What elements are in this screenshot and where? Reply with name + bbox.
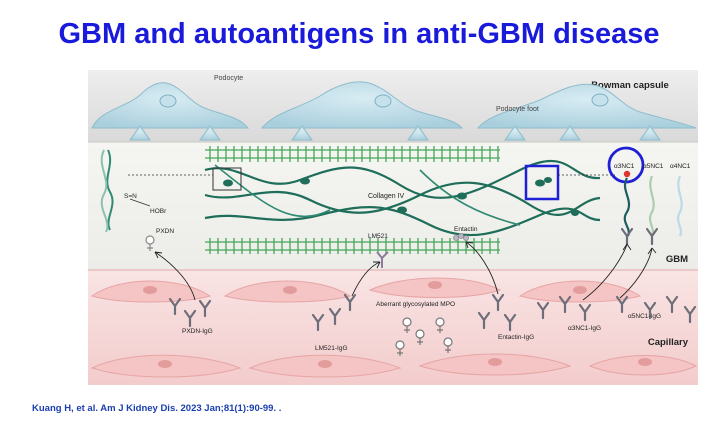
nc1-highlight-box-blue [524,164,560,201]
entactin-molecule [453,233,469,241]
sulfilimine-helix [100,149,114,233]
a4nc1-label: α4NC1 [670,163,691,170]
endothelial-nuclei [143,281,652,368]
a5nc1-label: α5NC1 [643,163,664,170]
entactin-igg-label: Entactin-IgG [498,334,534,341]
slide-title: GBM and autoantigens in anti-GBM disease [58,18,660,50]
nc1-chains [623,175,683,237]
podocyte-label: Podocyte [214,75,243,82]
lm521-molecule [376,251,389,268]
a5nc1-igg-label: α5NC1-IgG [628,313,661,320]
pxdn-molecule [145,235,155,251]
collagen-iv-label: Collagen IV [368,193,405,200]
podocyte-foot-label: Podocyte foot [496,106,539,113]
collagen-nc1-nodes [223,177,579,216]
mpo-label: Aberrant glycosylated MPO [376,301,455,308]
hobr-label: HOBr [150,208,167,215]
sulfilimine-label: S=N [124,193,137,200]
citation: Kuang H, et al. Am J Kidney Dis. 2023 Ja… [32,403,282,414]
bowman-capsule-label: Bowman capsule [591,80,669,91]
epitope-dot [623,170,631,178]
hobr-arrow [129,198,151,207]
podocyte-nuclei [159,93,609,108]
endothelial-cells [90,277,698,378]
a3nc1-label: α3NC1 [614,163,635,170]
collagen-iv-fibers [204,159,601,237]
a3nc1-igg-label: α3NC1-IgG [568,325,601,332]
capillary-region-label: Capillary [648,337,689,348]
gbm-region-label: GBM [666,254,688,265]
laminin-network [205,146,500,254]
nc1-highlight-box-small [212,167,242,191]
pxdn-igg-label: PXDN-IgG [182,328,213,335]
binding-arrows [154,241,657,301]
pxdn-label: PXDN [156,228,174,235]
entactin-label: Entactin [454,226,478,233]
lm521-igg-label: LM521-IgG [315,345,348,352]
lm521-label: LM521 [368,233,388,240]
